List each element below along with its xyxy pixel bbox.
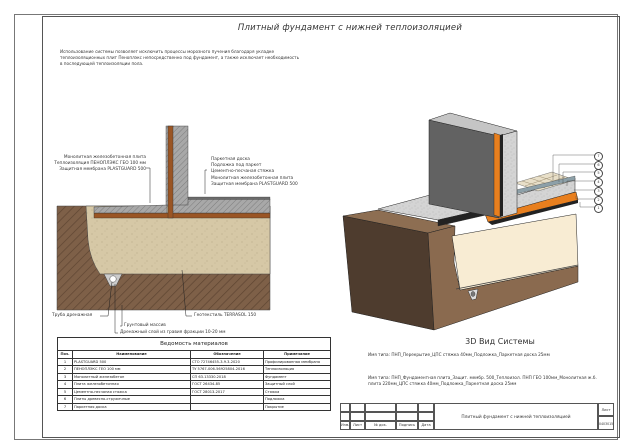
stamp-header-signature: Подпись — [396, 421, 418, 430]
type-line-floor: Имя типа: ПНП_Перекрытие_ЦПС стяжка 40мм… — [368, 352, 550, 357]
label-insulation: Теплоизоляция ПЕНОПЛЭКС ГЕО 100 мм — [54, 161, 146, 167]
page-title: Плитный фундамент с нижней теплоизоляцие… — [237, 23, 463, 33]
callout-marker: 3 — [594, 187, 603, 196]
label-slab: Монолитная железобетонная плита — [211, 175, 294, 181]
intro-text: Использование системы позволяет исключит… — [60, 49, 300, 66]
stamp-header-sheet: Лист — [350, 421, 365, 430]
callout-marker: 5 — [594, 169, 603, 178]
label-concrete-slab: Монолитная железобетонная плита — [63, 155, 146, 160]
iso-wall — [428, 119, 500, 219]
stamp-title: Плитный фундамент с нижней теплоизоляцие… — [434, 403, 598, 430]
label-membrane-right: Защитная мембрана PLASTGUARD 500 — [211, 181, 298, 187]
label-parquet: Паркетная доска — [211, 157, 250, 162]
label-geotextile: Геотекстиль TERRASOL 150 — [194, 313, 257, 318]
label-soil: Грунтовый массив — [124, 323, 166, 328]
wall-insulation — [167, 125, 174, 219]
section-right-labels: Паркетная доска Подложка под паркет Цеме… — [211, 157, 298, 188]
callout-marker: 4 — [594, 178, 603, 187]
stamp-header-change: Изм. — [340, 421, 350, 430]
stamp-header-date: Дата — [418, 421, 434, 430]
cell-note: Покрытие — [263, 402, 331, 411]
label-drain-pipe: Труба дренажная — [52, 313, 93, 318]
title-block: Изм. Лист № док. Подпись Дата Плитный фу… — [340, 403, 614, 430]
type-line-foundation: Имя типа: ПНП_Фундаментная плита_Защит. … — [368, 375, 597, 386]
gravel-layer — [85, 205, 271, 275]
drawing-frame — [42, 16, 620, 438]
label-gravel: Дренажный слой из гравия фракции 10-20 м… — [120, 330, 226, 335]
callout-marker: 7 — [594, 152, 603, 161]
materials-table: Ведомость материалов Поз. Наименование О… — [57, 337, 331, 411]
stamp-header-doc: № док. — [365, 421, 396, 430]
label-underlay: Подложка под паркет — [211, 163, 262, 169]
iso-title: 3D Вид Системы — [465, 337, 535, 346]
section-left-labels: Монолитная железобетонная плита Теплоизо… — [50, 155, 146, 174]
label-screed: Цементно-песчаная стяжка — [211, 169, 275, 175]
stamp-sheet-code: 0403015 — [598, 416, 614, 430]
stamp-sheet-label: Лист — [598, 403, 614, 416]
label-membrane: Защитная мембрана PLASTGUARD 500 — [59, 167, 146, 173]
iso-soil-front — [342, 215, 435, 331]
materials-caption: Ведомость материалов — [57, 337, 331, 351]
callout-marker: 1 — [594, 204, 603, 213]
